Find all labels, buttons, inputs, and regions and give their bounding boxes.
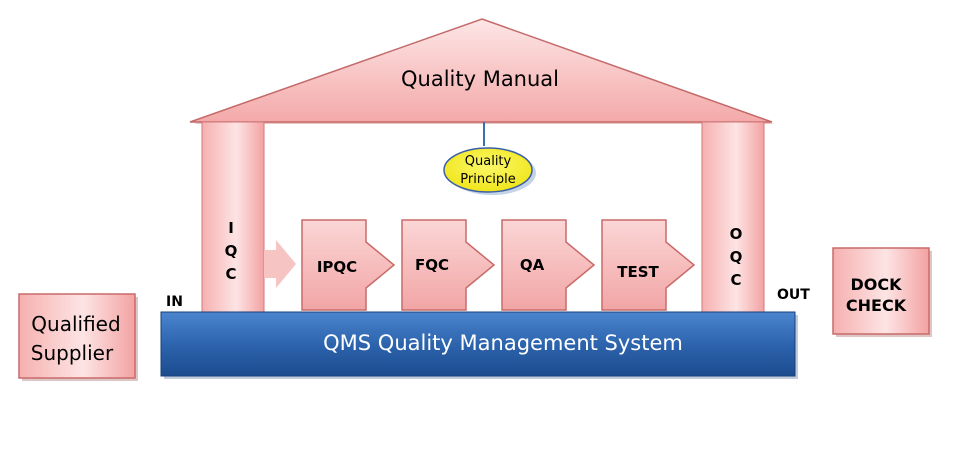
roof-title: Quality Manual [401, 67, 559, 91]
pillar-oqc-letter-2: Q [730, 248, 743, 266]
process-test: TEST [601, 219, 696, 311]
dock-check-line1: DOCK [850, 275, 902, 294]
pillar-oqc-letter-1: O [730, 225, 743, 243]
process-ipqc-label: IPQC [317, 258, 357, 276]
pillar-iqc-body [201, 121, 265, 313]
roof-shape [189, 18, 773, 123]
supplier-box-body [18, 293, 136, 379]
pillar-iqc-letter-1: I [228, 219, 234, 237]
process-ipqc: IPQC [301, 219, 396, 311]
quality-principle: Quality Principle [443, 147, 536, 195]
pillar-iqc-letter-2: Q [225, 242, 238, 260]
supplier-line2: Supplier [31, 341, 114, 365]
principle-line2: Principle [460, 172, 515, 187]
process-ipqc-shape [301, 219, 396, 311]
qms-foundation: QMS Quality Management System [160, 311, 798, 379]
process-test-shape [601, 219, 696, 311]
iqc-flow-arrow [264, 240, 296, 288]
process-fqc: FQC [401, 219, 496, 311]
pillar-oqc: O Q C [701, 121, 765, 313]
process-test-label: TEST [617, 263, 659, 281]
principle-ellipse [443, 147, 533, 193]
dock-check-box: DOCK CHECK [832, 247, 932, 337]
dock-check-body [832, 247, 930, 335]
process-qa: QA [501, 219, 596, 311]
pillar-iqc-letter-3: C [225, 265, 236, 283]
dock-check-line2: CHECK [846, 296, 907, 315]
pillar-iqc: I Q C [201, 121, 265, 313]
roof: Quality Manual [189, 18, 774, 124]
principle-line1: Quality [465, 154, 512, 169]
process-qa-shape [501, 219, 596, 311]
pillar-oqc-letter-3: C [730, 271, 741, 289]
in-label: IN [166, 294, 183, 310]
process-fqc-label: FQC [415, 256, 449, 274]
qualified-supplier-box: Qualified Supplier [18, 293, 138, 381]
supplier-line1: Qualified [31, 312, 120, 336]
process-fqc-shape [401, 219, 496, 311]
out-label: OUT [777, 287, 810, 303]
qms-foundation-label: QMS Quality Management System [323, 331, 683, 355]
process-qa-label: QA [520, 256, 545, 274]
qms-foundation-bar [160, 311, 796, 377]
pillar-oqc-body [701, 121, 765, 313]
